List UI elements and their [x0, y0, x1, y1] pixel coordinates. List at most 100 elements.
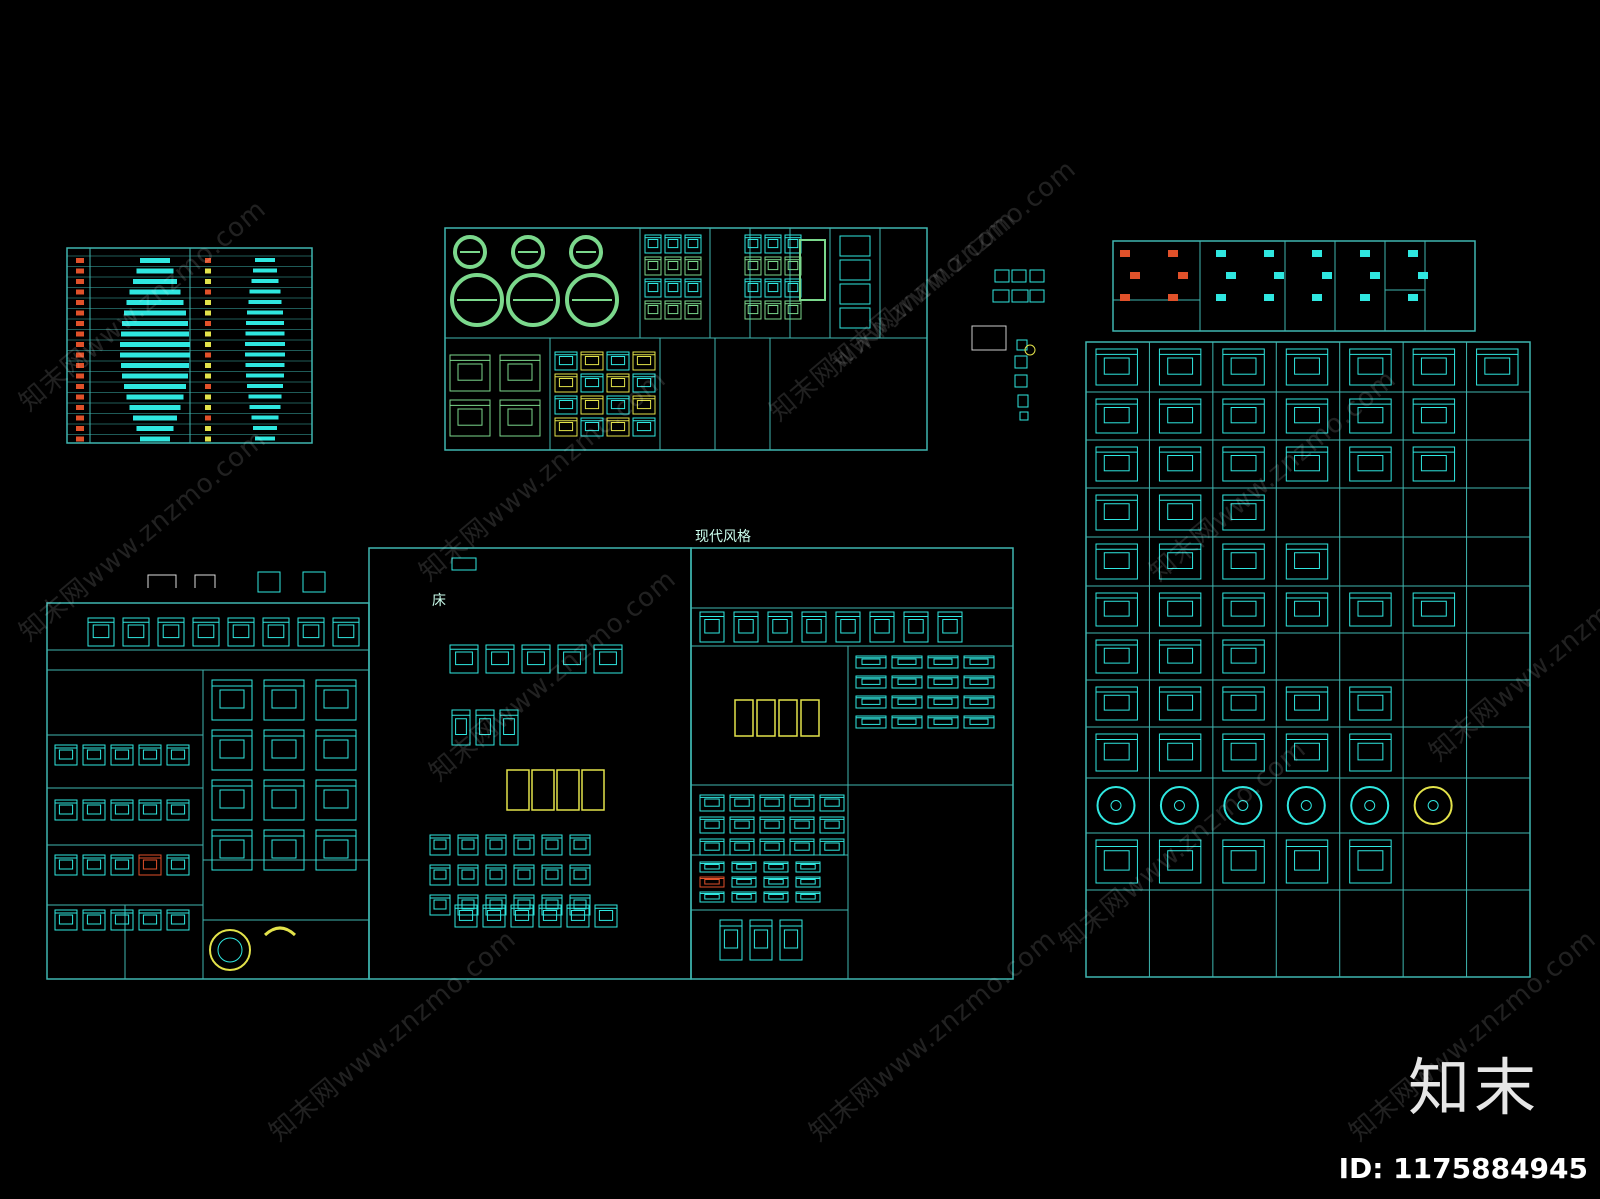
cad-block	[569, 834, 591, 856]
icon-symbol	[1360, 294, 1370, 301]
cad-block	[1158, 398, 1202, 434]
cad-block	[855, 675, 887, 689]
stair-block	[839, 283, 871, 305]
table-mark	[76, 405, 84, 410]
cad-block	[784, 300, 802, 320]
stair-block	[839, 235, 871, 257]
table-mark	[205, 289, 211, 295]
round-sofa-symbol	[1096, 786, 1136, 825]
bed-label: 床	[432, 593, 446, 609]
table-bar	[255, 258, 275, 262]
icon-symbol	[1274, 272, 1284, 279]
table-bar	[136, 426, 174, 431]
cad-block	[1158, 686, 1202, 721]
cad-block	[521, 644, 551, 674]
cad-block	[632, 373, 656, 393]
table-mark	[76, 342, 84, 347]
table-mark	[76, 363, 84, 368]
cad-block	[1412, 592, 1456, 627]
table-mark	[205, 331, 211, 337]
table-mark	[76, 258, 84, 263]
table-bar	[251, 415, 279, 420]
cad-block	[315, 729, 357, 771]
cad-block	[138, 909, 162, 931]
cad-block	[1158, 639, 1202, 674]
table-mark	[205, 268, 211, 274]
style-label: 现代风格	[695, 529, 751, 545]
cad-block	[554, 351, 578, 371]
cad-block	[566, 904, 590, 928]
cad-block	[1222, 686, 1265, 721]
cad-block	[749, 919, 773, 961]
table-mark	[205, 300, 211, 305]
icon-symbol	[1322, 272, 1332, 279]
cad-block	[731, 876, 757, 888]
cad-block	[606, 351, 630, 371]
cad-block	[644, 300, 662, 320]
door-panel	[506, 769, 530, 811]
cad-block	[569, 864, 591, 886]
table-mark	[205, 415, 211, 421]
table-bar	[133, 415, 177, 421]
table-mark	[76, 310, 84, 316]
cad-block	[927, 695, 959, 709]
table-bar	[126, 300, 184, 305]
cad-block	[54, 744, 78, 766]
cad-block	[1158, 839, 1202, 884]
table-bar	[255, 436, 275, 441]
cad-block	[759, 838, 785, 856]
cad-block	[54, 799, 78, 821]
cad-block	[192, 617, 220, 647]
cad-block	[644, 278, 662, 298]
table-mark	[76, 384, 84, 389]
cad-block	[211, 829, 253, 871]
cad-block	[138, 744, 162, 766]
cad-block	[855, 715, 887, 729]
cad-block	[744, 278, 762, 298]
table-bar	[253, 426, 277, 430]
panel-bedroom-blocks	[46, 571, 370, 980]
cad-block	[789, 816, 815, 834]
cad-block	[937, 611, 963, 643]
table-mark	[205, 310, 211, 316]
cad-block	[1285, 592, 1329, 627]
door-panel	[778, 699, 798, 737]
table-mark	[76, 415, 84, 421]
cad-block	[729, 794, 755, 812]
cad-block	[1095, 494, 1138, 531]
table-bar	[245, 352, 285, 357]
table-mark	[205, 384, 211, 389]
table-mark	[76, 352, 84, 358]
table-bar	[126, 394, 184, 400]
cad-block	[1412, 446, 1456, 482]
cad-block	[297, 617, 325, 647]
cad-block	[1222, 543, 1265, 580]
cad-block	[819, 794, 845, 812]
cad-block	[138, 854, 162, 876]
round-table-symbol	[565, 273, 619, 327]
cad-block	[1158, 733, 1202, 772]
cad-block	[449, 399, 491, 437]
table-mark	[205, 279, 211, 284]
table-mark	[76, 300, 84, 305]
cad-block	[485, 864, 507, 886]
table-bar	[133, 279, 177, 284]
door-panel	[800, 699, 820, 737]
cad-block	[1222, 494, 1265, 531]
cad-block	[263, 729, 305, 771]
cad-block	[764, 278, 782, 298]
cad-block	[632, 395, 656, 415]
icon-symbol	[1408, 250, 1418, 257]
panel-modern-style: 现代风格	[690, 529, 1014, 980]
cad-block	[869, 611, 895, 643]
round-table-symbol	[453, 235, 487, 269]
cad-block	[1222, 639, 1265, 674]
cad-block	[1285, 686, 1329, 721]
cad-block	[731, 861, 757, 873]
cad-block	[1158, 543, 1202, 580]
table-bar	[247, 384, 283, 388]
cad-block	[138, 799, 162, 821]
cad-block	[763, 876, 789, 888]
cad-block	[211, 729, 253, 771]
cad-block	[699, 611, 725, 643]
